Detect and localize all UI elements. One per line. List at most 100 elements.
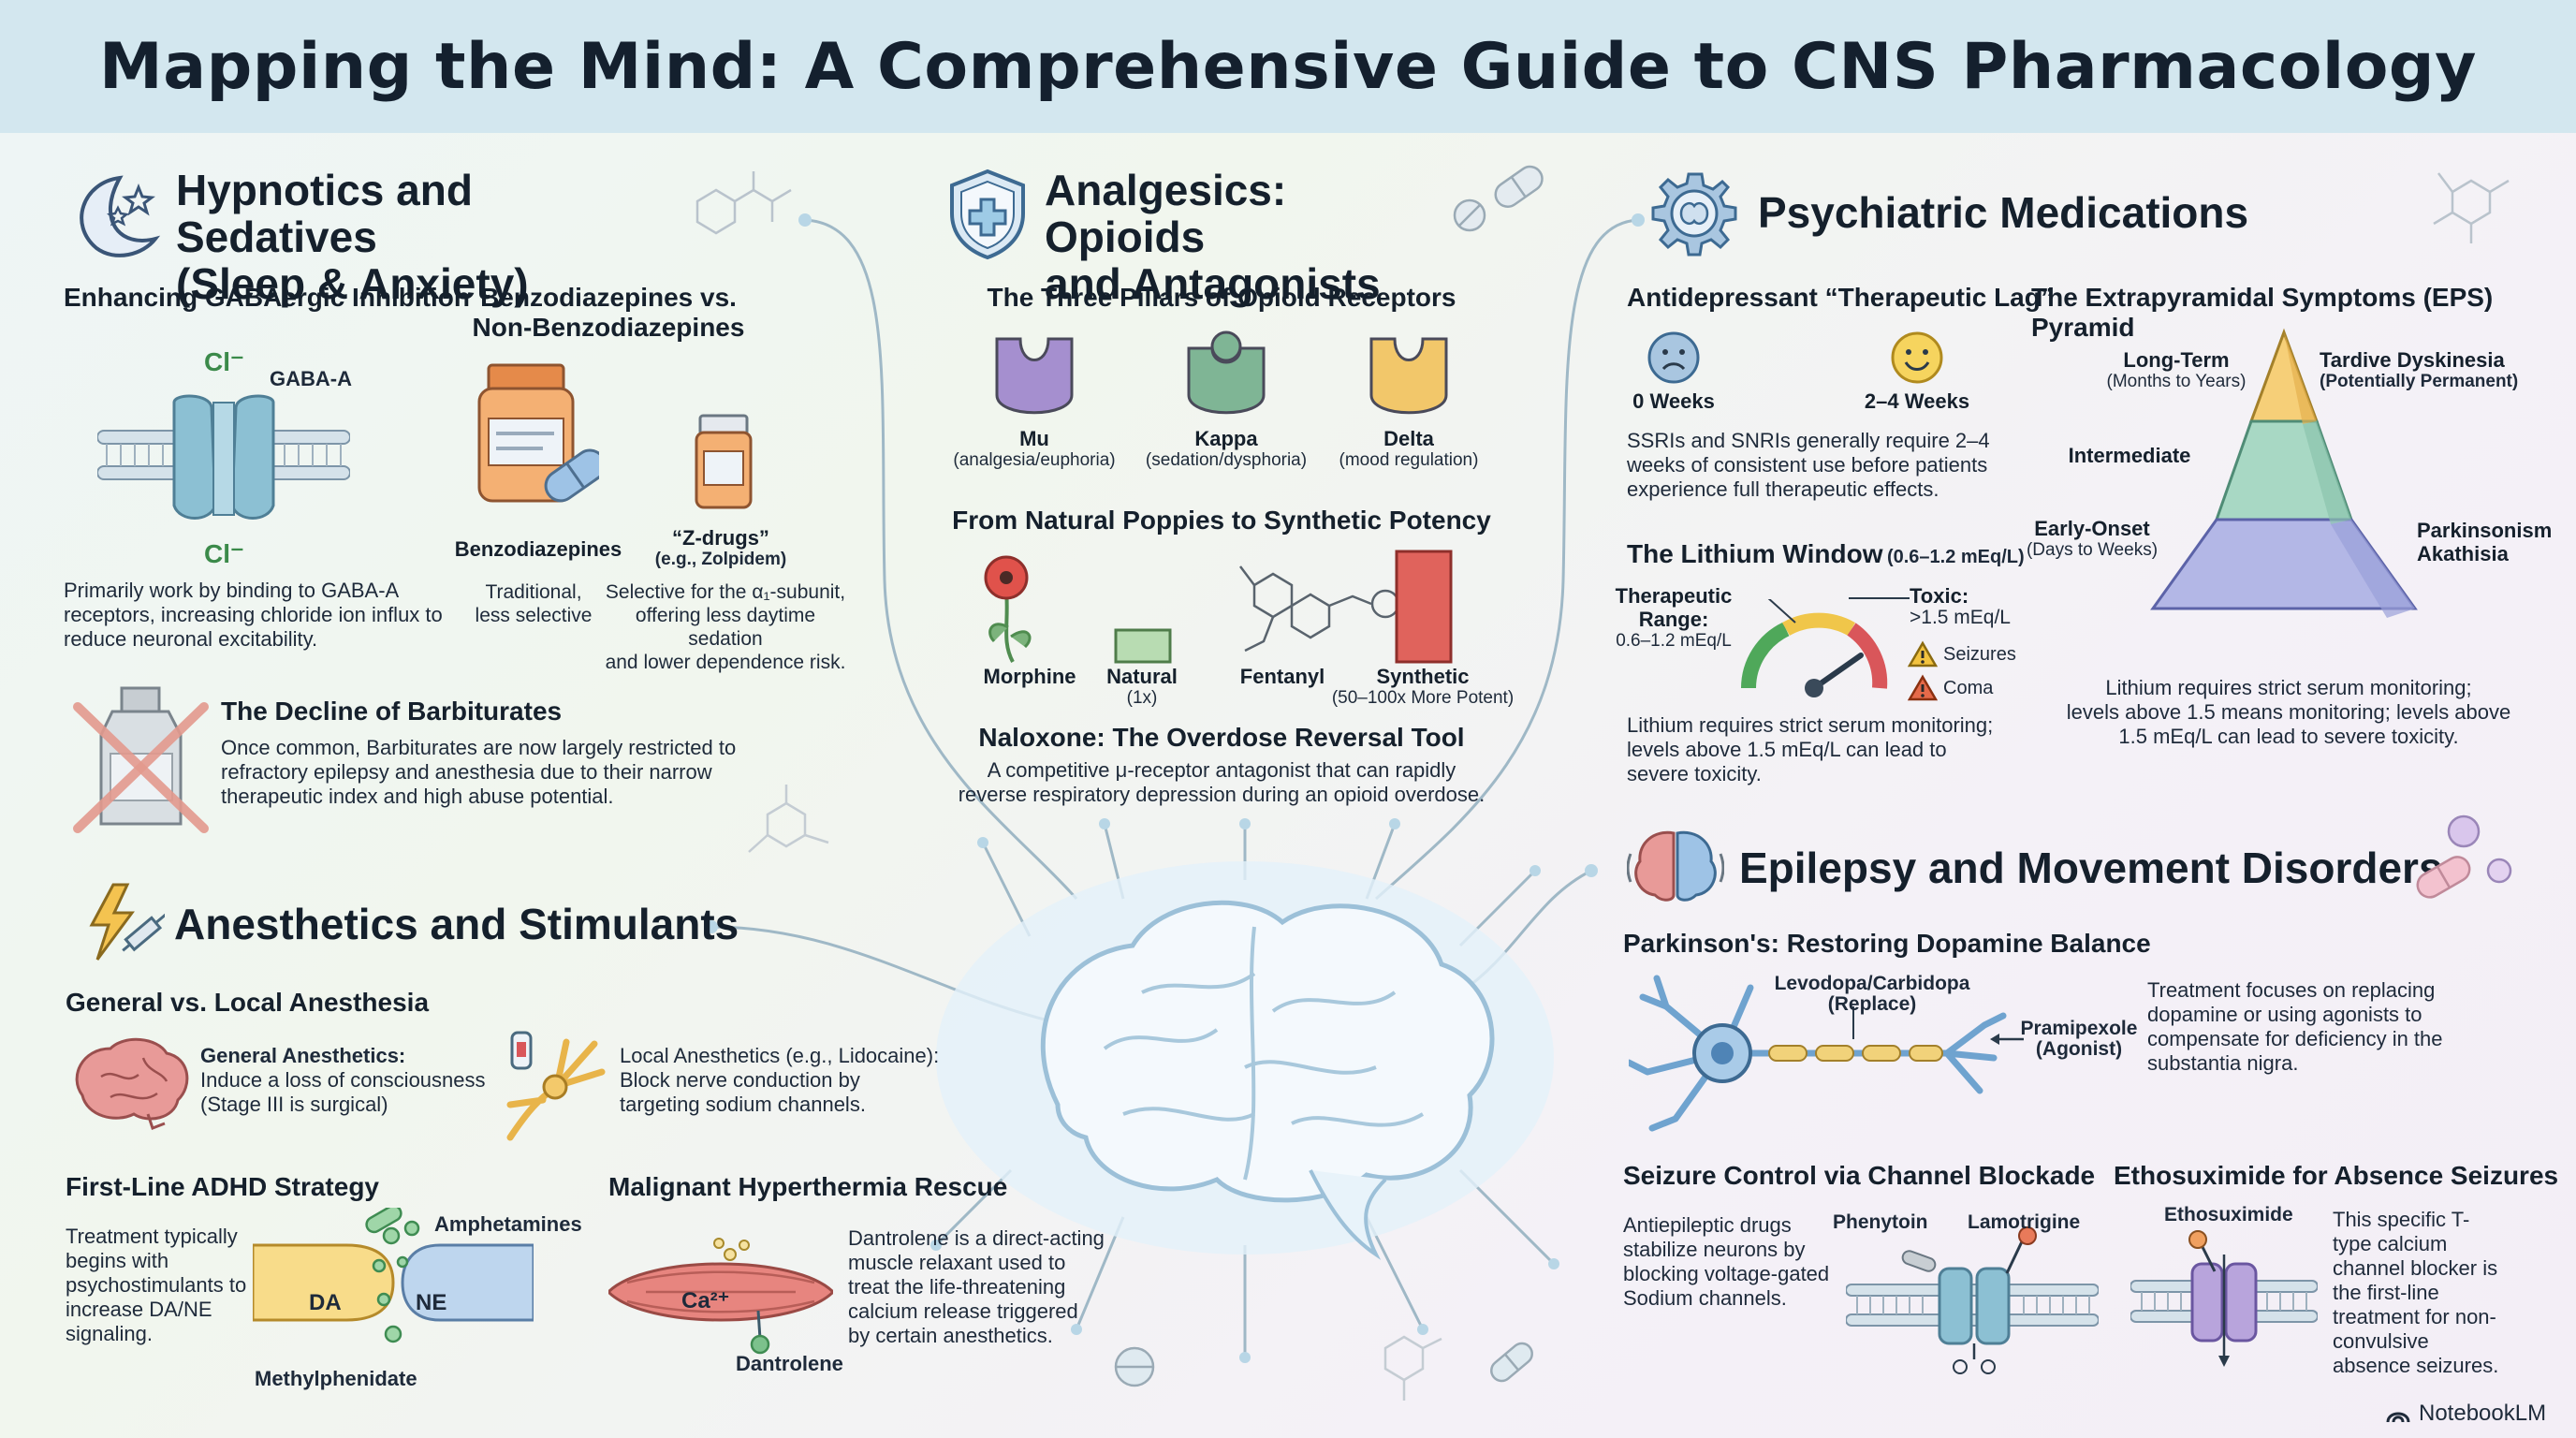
analgesics-title-line1: Analgesics: Opioids: [1045, 166, 1287, 261]
hypnotics-title-line2: (Sleep & Anxiety): [176, 259, 529, 308]
gear-brain-icon: [1651, 172, 1737, 257]
page-title: Mapping the Mind: A Comprehensive Guide …: [99, 29, 2477, 104]
epilepsy-title: Epilepsy and Movement Disorders: [1739, 844, 2443, 892]
z-drug-bottle-icon: [695, 414, 753, 509]
levodopa-label-line1: Levodopa/Carbidopa: [1774, 973, 1970, 994]
sad-face-icon: [1647, 331, 1700, 384]
ethosuximide-description: This specific T-type calcium channel blo…: [2333, 1208, 2499, 1377]
toxic-label-line1: Toxic:: [1910, 584, 1969, 608]
akathisia-label: Akathisia: [2417, 542, 2509, 565]
phenytoin-label: Phenytoin: [1833, 1211, 1928, 1233]
eps-pyramid: [2150, 328, 2418, 618]
pramipexole-label-line2: (Agonist): [2035, 1038, 2123, 1060]
therapeutic-range-label: Therapeutic Range: 0.6–1.2 mEq/L: [1608, 584, 1739, 652]
pramipexole-arrow-icon: [1990, 1034, 2024, 1045]
z-drugs-desc-line2: offering less daytime sedation: [635, 605, 816, 650]
parkinsons-heading: Parkinson's: Restoring Dopamine Balance: [1623, 929, 2151, 958]
benzo-desc-line2: less selective: [475, 605, 593, 626]
levodopa-label: Levodopa/Carbidopa (Replace): [1760, 974, 1984, 1015]
molecule-icon-2: [2433, 172, 2510, 243]
hypnotics-title-line1: Hypnotics and Sedatives: [176, 166, 473, 261]
long-term-label-sub: (Months to Years): [2106, 372, 2247, 391]
parkinsonism-label-text: Parkinsonism: [2417, 519, 2553, 542]
notebooklm-brand-text: NotebookLM: [2419, 1401, 2547, 1426]
barbiturate-bottle-crossed-icon: [73, 686, 209, 833]
early-onset-label-text: Early-Onset: [2034, 517, 2150, 540]
capsules-icon: [1453, 165, 1544, 232]
receptor-shape-mu: [995, 337, 1074, 415]
lithium-heading: The Lithium Window (0.6–1.2 mEq/L): [1627, 539, 2025, 569]
synapse-illustration: [253, 1208, 534, 1343]
barbiturates-heading: The Decline of Barbiturates: [221, 697, 563, 726]
pillars-heading: The Three Pillars of Opioid Receptors: [987, 283, 1456, 312]
sodium-channel-illustration: [1846, 1226, 2099, 1374]
naloxone-heading: Naloxone: The Overdose Reversal Tool: [978, 723, 1465, 752]
brain-hemispheres-icon: [1627, 830, 1724, 902]
lithium-gauge: [1741, 599, 1888, 697]
lightning-syringe-icon: [89, 883, 165, 961]
potency-heading: From Natural Poppies to Synthetic Potenc…: [952, 506, 1491, 535]
gaba-heading: Enhancing GABAergic Inhibition: [64, 283, 470, 312]
toxic-pointer-line: [1849, 597, 1910, 599]
molecule-icon-3: [748, 785, 829, 853]
benzo-heading-line2: Non-Benzodiazepines: [472, 313, 745, 342]
receptor-mu: Mu (analgesia/euphoria): [936, 427, 1133, 471]
general-anesthetics: General Anesthetics: Induce a loss of co…: [200, 1044, 500, 1117]
local-anesthetics-line2: Block nerve conduction by: [620, 1068, 860, 1092]
tardive-label: Tardive Dyskinesia (Potentially Permanen…: [2320, 348, 2572, 392]
calcium-ion-label: Ca²⁺: [681, 1288, 730, 1313]
lithium-heading-text: The Lithium Window: [1627, 539, 1883, 568]
parkinsonism-label: Parkinsonism Akathisia: [2417, 519, 2567, 565]
danger-icon: [1908, 674, 1938, 701]
eps-note-line1: Lithium requires strict serum monitoring…: [2105, 676, 2472, 699]
general-anesthetics-line2: (Stage III is surgical): [200, 1093, 388, 1116]
synthetic-label-sub: (50–100x More Potent): [1331, 688, 1515, 708]
pramipexole-label-line1: Pramipexole: [2020, 1018, 2138, 1039]
receptor-kappa-name: Kappa: [1194, 427, 1258, 450]
lithium-description: Lithium requires strict serum monitoring…: [1627, 713, 1994, 785]
analgesics-title-line2: and Antagonists: [1045, 259, 1381, 308]
anesthetics-title: Anesthetics and Stimulants: [174, 900, 739, 948]
z-drugs-desc: Selective for the α₁-subunit, offering l…: [599, 580, 852, 674]
gaba-a-label: GABA-A: [270, 367, 352, 390]
capsule-icon-2: [1114, 1346, 1155, 1387]
lithium-heading-range: (0.6–1.2 mEq/L): [1886, 547, 2025, 567]
z-drugs-label: “Z-drugs” (e.g., Zolpidem): [637, 526, 805, 570]
header-banner: Mapping the Mind: A Comprehensive Guide …: [0, 0, 2576, 133]
notebooklm-logo-icon: [2386, 1412, 2410, 1423]
benzo-desc-line1: Traditional,: [485, 581, 582, 603]
long-term-label-text: Long-Term: [2123, 348, 2230, 372]
receptor-kappa: Kappa (sedation/dysphoria): [1128, 427, 1325, 471]
parkinsons-description: Treatment focuses on replacing dopamine …: [2147, 978, 2443, 1075]
z-drugs-desc-line1: Selective for the α₁-subunit,: [605, 581, 846, 603]
nerve-cell-icon: [506, 1031, 606, 1141]
hyperthermia-description: Dantrolene is a direct-acting muscle rel…: [848, 1226, 1105, 1347]
general-anesthetics-line1: Induce a loss of consciousness: [200, 1068, 486, 1092]
methylphenidate-label: Methylphenidate: [255, 1367, 417, 1390]
week24-label: 2–4 Weeks: [1864, 389, 1970, 413]
brain-icon: [75, 1037, 189, 1130]
capsule-icon-3: [1490, 1342, 1533, 1383]
da-label: DA: [309, 1290, 342, 1315]
dantrolene-label: Dantrolene: [736, 1352, 843, 1375]
local-anesthetics: Local Anesthetics (e.g., Lidocaine): Blo…: [620, 1044, 975, 1117]
receptor-delta: Delta (mood regulation): [1310, 427, 1507, 471]
barbiturates-description: Once common, Barbiturates are now largel…: [221, 736, 737, 808]
naloxone-description-line2: reverse respiratory depression during an…: [958, 783, 1486, 806]
tardive-label-text: Tardive Dyskinesia: [2320, 348, 2505, 372]
lag-description: SSRIs and SNRIs generally require 2–4 we…: [1627, 429, 1990, 501]
notebooklm-brand: NotebookLM: [2385, 1401, 2546, 1427]
benzo-heading: Benzodiazepines vs. Non-Benzodiazepines: [449, 283, 768, 343]
receptor-delta-name: Delta: [1383, 427, 1434, 450]
gaba-receptor-membrane: [97, 394, 350, 520]
eps-note: Lithium requires strict serum monitoring…: [2041, 676, 2537, 749]
chloride-ion-bottom: Cl⁻: [204, 539, 244, 568]
levodopa-label-line2: (Replace): [1827, 993, 1917, 1015]
pramipexole-label: Pramipexole (Agonist): [2018, 1019, 2140, 1060]
ethosuximide-heading: Ethosuximide for Absence Seizures: [2114, 1161, 2559, 1190]
warning-icon: [1908, 640, 1938, 668]
morphine-label: Morphine: [983, 665, 1076, 688]
adhd-description: Treatment typically begins with psychost…: [66, 1225, 247, 1345]
anesthesia-heading: General vs. Local Anesthesia: [66, 988, 430, 1017]
